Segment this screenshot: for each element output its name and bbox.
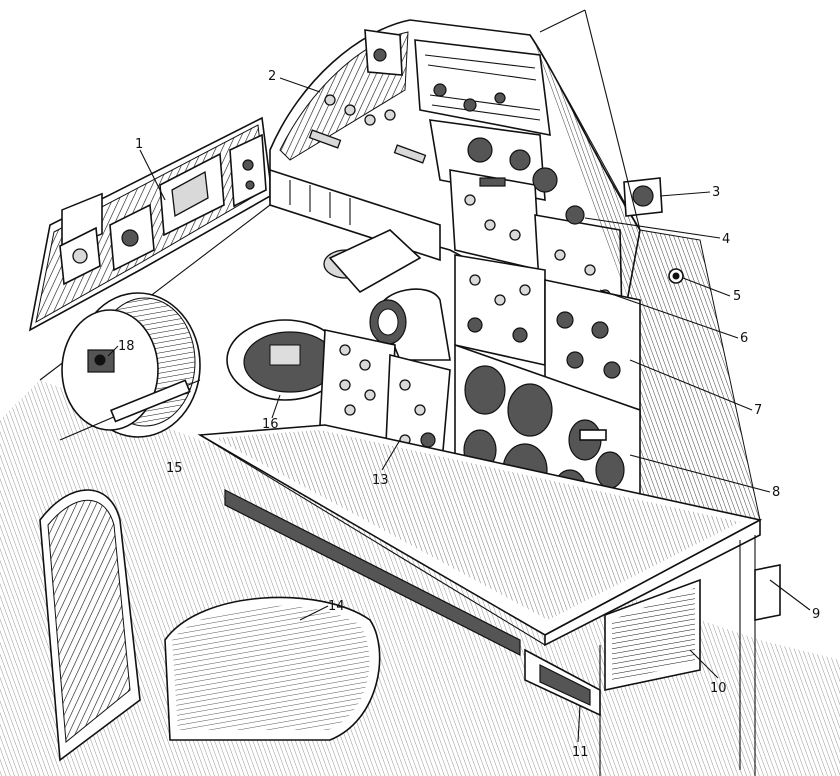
side-wall-panel [28,116,273,381]
callout-15: 15 [166,461,183,476]
desk-15 [197,424,763,656]
callout-11: 11 [572,745,589,760]
leader-lines [107,9,811,743]
switch-row [424,54,541,121]
eyepiece-assembly [323,229,451,361]
callout-10: 10 [710,681,727,696]
display-screen-16 [226,319,344,401]
callout-4: 4 [722,232,730,247]
callout-2: 2 [268,69,276,84]
callout-16: 16 [262,417,279,432]
callout-8: 8 [772,485,780,500]
callout-9: 9 [812,607,820,622]
wall-knob-5 [668,268,684,284]
callout-14: 14 [328,599,345,614]
scope-window-18 [59,292,201,441]
callout-labels: 1 2 3 4 5 6 7 8 9 10 11 13 14 15 16 18 [118,69,820,760]
callout-13: 13 [372,473,389,488]
wall-dial-3 [623,177,663,217]
under-desk-structure [524,535,781,776]
callout-18: 18 [118,339,135,354]
callout-5: 5 [733,289,741,304]
callout-1: 1 [135,137,143,152]
chair-14 [39,489,381,762]
callout-6: 6 [740,331,748,346]
callout-3: 3 [712,185,720,200]
panel-6 [454,254,546,366]
callout-7: 7 [754,403,762,418]
